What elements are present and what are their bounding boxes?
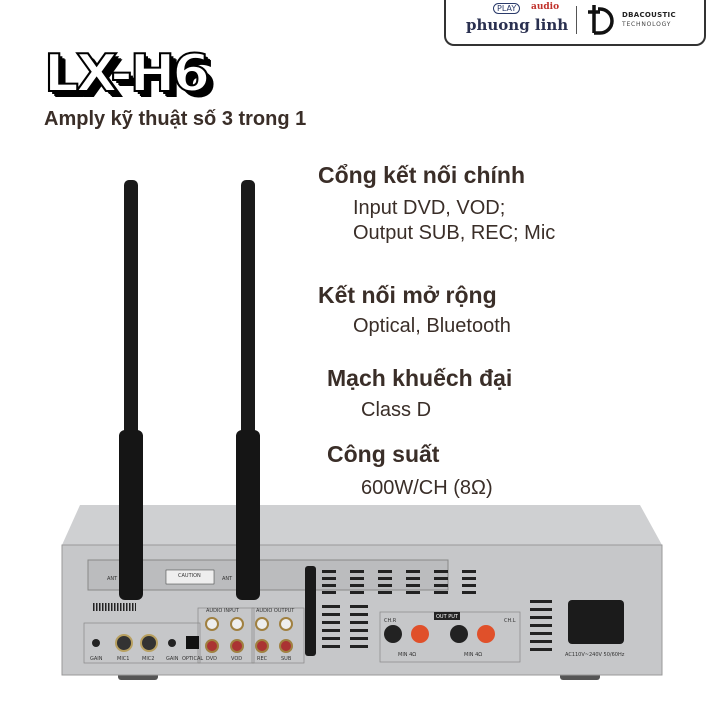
logo-divider xyxy=(576,6,577,34)
spec-value-amplifier: Class D xyxy=(361,399,432,421)
mic-section xyxy=(83,622,201,664)
min-ohm-label: MIN 4Ω xyxy=(464,652,482,658)
ch-l-label: CH.L xyxy=(504,618,516,624)
ant-label: ANT xyxy=(222,576,233,582)
antenna-right-base xyxy=(236,430,260,600)
audio-logo-text: audio xyxy=(531,2,560,12)
audio-output-section xyxy=(251,607,305,664)
caution-sticker xyxy=(165,569,215,585)
spec-heading-power: Công suất xyxy=(327,441,440,467)
caution-label: CAUTION xyxy=(178,573,201,579)
svg-text:REC: REC xyxy=(257,656,268,662)
mic2-jack xyxy=(140,634,158,652)
port-labels: GAIN MIC1 MIC2 GAIN OPTICAL DVD VOD REC … xyxy=(90,656,292,662)
power-inlet xyxy=(568,600,624,644)
product-model: LX-H6 xyxy=(43,43,211,105)
play-logo: PLAY xyxy=(493,3,521,14)
spec-value-power: 600W/CH (8Ω) xyxy=(361,477,493,499)
spec-heading-expansion: Kết nối mở rộng xyxy=(318,282,497,308)
svg-text:MIC1: MIC1 xyxy=(117,656,129,662)
amp-top-lid xyxy=(62,505,662,545)
bluetooth-antenna xyxy=(305,566,316,656)
svg-text:SUB: SUB xyxy=(281,656,292,662)
svg-text:VOD: VOD xyxy=(231,656,242,662)
spec-value-expansion: Optical, Bluetooth xyxy=(353,315,511,337)
mic1-jack xyxy=(115,634,133,652)
rca-jacks xyxy=(205,617,293,653)
store-name: phuong linh xyxy=(466,16,569,34)
svg-text:DVD: DVD xyxy=(206,656,217,662)
svg-text:GAIN: GAIN xyxy=(90,656,103,662)
svg-text:MIC2: MIC2 xyxy=(142,656,154,662)
gain-knob xyxy=(92,639,100,647)
vent-grille xyxy=(322,570,552,651)
speaker-terminals xyxy=(384,625,495,643)
svg-text:GAIN: GAIN xyxy=(166,656,179,662)
audio-output-label: AUDIO OUTPUT xyxy=(256,608,295,614)
audio-input-label: AUDIO INPUT xyxy=(206,608,240,614)
spec-value-ports-2: Output SUB, REC; Mic xyxy=(353,222,556,244)
ch-r-label: CH.R xyxy=(384,618,397,624)
partner-tagline: TECHNOLOGY xyxy=(622,21,672,28)
min-ohm-label: MIN 4Ω xyxy=(398,652,416,658)
spec-heading-ports: Cổng kết nối chính xyxy=(318,162,525,188)
product-subtitle: Amply kỹ thuật số 3 trong 1 xyxy=(44,108,307,130)
output-badge xyxy=(434,612,460,620)
spec-value-ports-1: Input DVD, VOD; xyxy=(353,197,506,219)
svg-text:OPTICAL: OPTICAL xyxy=(182,656,203,662)
partner-name: DBACOUSTIC xyxy=(622,11,676,19)
output-label: OUT PUT xyxy=(436,614,459,620)
power-rating-label: AC110V~240V 50/60Hz xyxy=(565,652,625,658)
barcode xyxy=(92,603,136,611)
audio-input-section xyxy=(197,607,255,664)
brand-logo-box: PLAY audio phuong linh DBACOUSTIC TECHNO… xyxy=(444,0,706,46)
optical-port xyxy=(186,636,199,649)
spec-heading-amplifier: Mạch khuếch đại xyxy=(327,365,513,391)
antenna-left-base xyxy=(119,430,143,600)
dbacoustic-logo-icon xyxy=(588,5,614,35)
gain-knob xyxy=(168,639,176,647)
ant-label: ANT xyxy=(107,576,118,582)
